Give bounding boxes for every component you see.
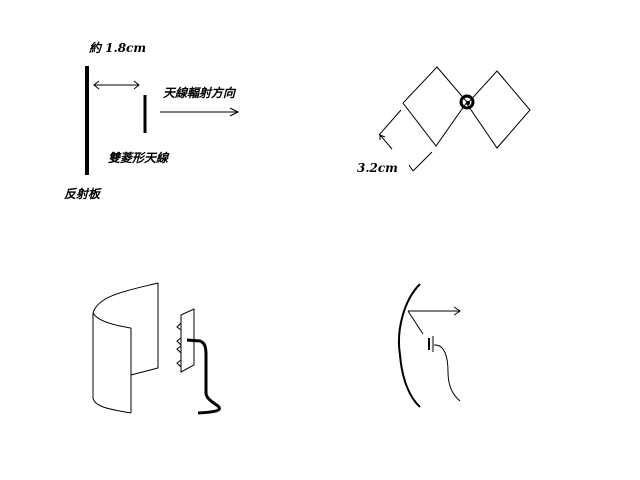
antenna-label: 雙菱形天線 <box>108 151 170 165</box>
side-view: 約 1.8cm 天線輻射方向 雙菱形天線 反射板 <box>64 41 240 201</box>
feed-point <box>459 94 475 110</box>
dimension-line <box>378 109 433 172</box>
radiation-arrow <box>160 107 240 117</box>
right-diamond <box>466 70 531 149</box>
feed-cable <box>186 338 221 415</box>
left-diamond <box>402 66 468 147</box>
spacing-label: 約 1.8cm <box>88 41 146 55</box>
parabolic-reflector <box>398 283 421 408</box>
antenna-teeth <box>176 322 182 368</box>
curved-reflector <box>92 282 159 414</box>
parabola-view <box>398 283 461 408</box>
diamond-size-label: 3.2cm <box>357 161 398 175</box>
double-diamond-view: 3.2cm <box>357 66 531 175</box>
reflector-label: 反射板 <box>64 187 102 201</box>
spacing-double-arrow <box>93 80 140 90</box>
radiation-direction-label: 天線輻射方向 <box>163 86 237 100</box>
signal-wire <box>433 344 461 402</box>
perspective-view <box>92 282 221 415</box>
